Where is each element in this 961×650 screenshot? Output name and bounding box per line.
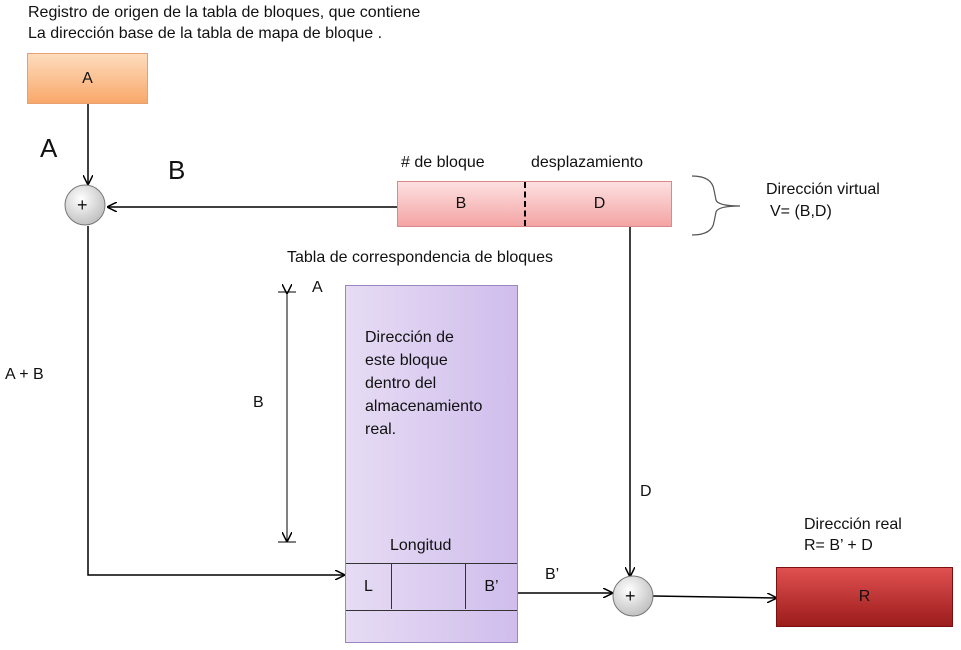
brace-icon [691, 175, 741, 236]
description-line: Dirección de [365, 329, 454, 346]
description-line: este bloque [365, 352, 448, 369]
dimension-line [278, 292, 296, 543]
arrow-sum-to-table [87, 226, 344, 575]
real-address-box: R [776, 567, 953, 627]
offset-header: desplazamiento [531, 154, 644, 171]
table-offset-label: B [253, 394, 264, 411]
description-line: real. [365, 421, 397, 438]
virtual-address-formula: V= (B,D) [770, 203, 832, 220]
table-title: Tabla de correspondencia de bloques [287, 249, 553, 266]
table-entry-row: L B’ [346, 563, 517, 611]
adder-circle-2 [612, 575, 654, 617]
real-address-formula: R= B’ + D [804, 537, 873, 554]
table-description: Dirección de este bloque dentro del alma… [365, 326, 482, 441]
description-line: dentro del [365, 375, 437, 392]
sum-label: A + B [5, 366, 44, 383]
block-map-table: Dirección de este bloque dentro del alma… [345, 285, 518, 643]
length-label: Longitud [390, 537, 452, 554]
virtual-address-box: B D [397, 181, 672, 227]
description-line: almacenamiento [365, 398, 483, 415]
bprime-label: B’ [545, 566, 560, 583]
adder-symbol-1: + [77, 195, 88, 215]
entry-bprime-cell: B’ [484, 577, 499, 595]
arrow-adder-to-real [652, 596, 776, 598]
label-b-big: B [168, 155, 186, 185]
table-origin-label: A [312, 279, 323, 296]
label-a-big: A [40, 133, 58, 163]
title-line-2: La dirección base de la tabla de mapa de… [28, 25, 383, 42]
offset-field: D [593, 195, 606, 212]
adder-circle-1 [64, 184, 106, 226]
virtual-address-caption: Dirección virtual [766, 181, 880, 198]
title-line-1: Registro de origen de la tabla de bloque… [28, 4, 421, 21]
adder-symbol-2: + [625, 586, 636, 606]
entry-empty-cell [392, 564, 466, 609]
real-address-caption: Dirección real [804, 516, 902, 533]
register-box: A [27, 53, 148, 104]
entry-length-cell: L [346, 564, 392, 609]
block-field: B [398, 182, 526, 226]
d-label: D [640, 483, 652, 500]
block-number-header: # de bloque [401, 154, 485, 171]
